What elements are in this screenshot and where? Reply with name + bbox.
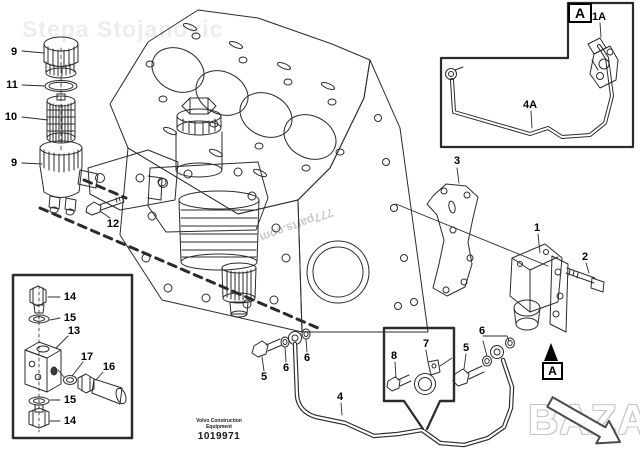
washer-part15-top [28,314,50,324]
part-label-1: 1 [533,222,541,234]
part-label-16: 16 [102,361,116,373]
pipe-part4a [445,44,614,139]
part-label-9-bottom: 9 [10,157,18,169]
nut-part14-top [29,285,47,314]
part-label-1a: 1A [591,11,607,23]
part-label-6-left-a: 6 [282,362,290,374]
bolt-part12 [85,196,125,216]
publisher-name: Volvo Construction Equipment [176,418,262,430]
filter-housing-part9 [39,140,99,216]
part-label-5-right: 5 [462,342,470,354]
part-label-14-top: 14 [63,291,77,303]
gasket-holes [145,23,345,178]
oil-filter-assembly [39,36,125,216]
part-label-8: 8 [390,350,398,362]
part-label-2: 2 [581,251,589,263]
part-label-6-right: 6 [478,325,486,337]
washer-part17 [57,369,77,385]
pipe-part4 [292,341,515,448]
bolt-part8 [386,374,412,392]
engine-block [109,9,429,333]
part-label-12: 12 [106,218,120,230]
leader-lines [21,22,602,422]
part-label-6-left-b: 6 [303,352,311,364]
detail-ref-a-bottom: A [542,362,563,380]
ref-a-arrow [544,343,558,361]
clamp-part7 [414,357,453,395]
part-label-14-bottom: 14 [63,415,77,427]
washers-part6-right [482,337,515,367]
bolt-part5-right [452,365,485,387]
clamp-detail-box [382,326,456,431]
valve-detail-box [11,273,134,440]
valve-part1a [587,37,619,89]
oil-filter-console [87,149,179,211]
nut-part14-bottom [28,404,50,429]
part-label-4: 4 [336,391,344,403]
part-label-9-top: 9 [10,46,18,58]
part-label-13: 13 [67,325,81,337]
figure-part-number: 1019971 [197,431,241,442]
publisher-line1: Volvo Construction [196,418,242,424]
bolt-part5-left [251,338,283,358]
part-label-11: 11 [6,79,18,91]
bolt-part2 [565,267,605,293]
bracket-part3 [426,183,479,297]
part-label-17: 17 [80,351,94,363]
part-label-4a: 4A [522,99,538,111]
right-face-holes [374,114,418,310]
part-label-5-left: 5 [260,371,268,383]
banjo-fitting-right [490,345,504,359]
fuel-filter-housing [147,97,269,318]
part-label-15-bottom: 15 [63,394,77,406]
part-label-15-top: 15 [63,312,77,324]
filter-cap-part9 [43,36,79,79]
bazar-arrow [546,396,621,445]
part-label-7: 7 [422,338,430,350]
detail-box-a [439,1,635,149]
publisher-line2: Equipment [206,424,232,430]
assembly-dashed-lines [38,178,320,330]
assembly-axis-line [395,203,549,267]
part-label-3: 3 [453,155,461,167]
valve-block-part13 [24,341,62,393]
pump-part1 [509,243,569,333]
part-label-10: 10 [4,111,18,123]
detail-ref-a-top: A [568,3,592,23]
plug-part16 [77,373,127,405]
